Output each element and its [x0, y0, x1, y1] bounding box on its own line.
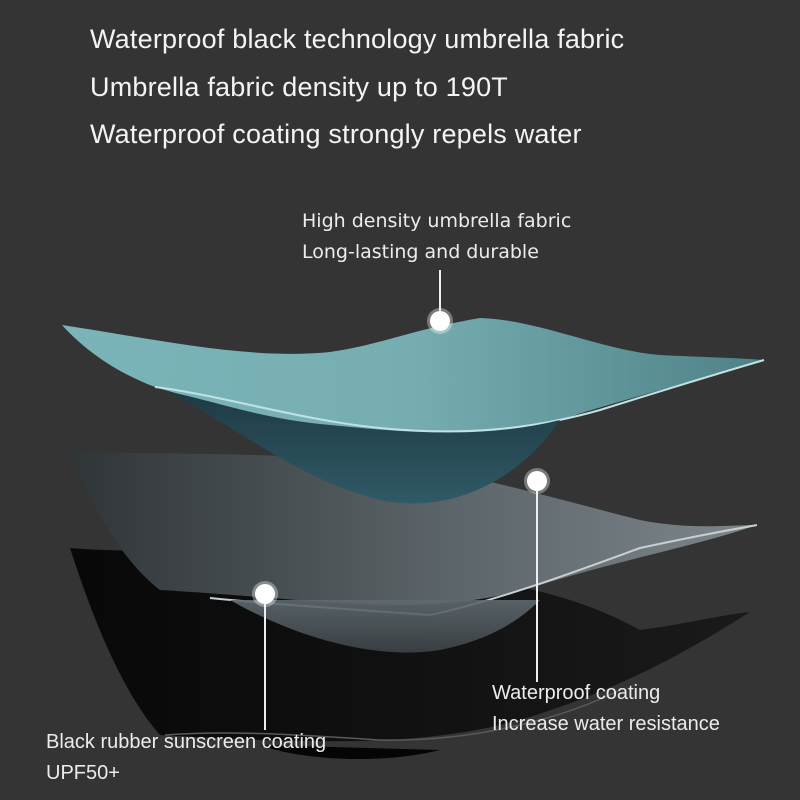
- callout-bottom-line2: UPF50+: [46, 762, 120, 784]
- headline-3: Waterproof coating strongly repels water: [90, 119, 582, 149]
- callout-middle-line2: Increase water resistance: [492, 713, 720, 735]
- marker-dot-top: [427, 308, 453, 334]
- top-layer-high-density-fabric: [62, 318, 765, 504]
- callout-bottom-layer: Black rubber sunscreen coating UPF50+: [46, 727, 326, 789]
- callout-middle-layer: Waterproof coating Increase water resist…: [492, 678, 720, 740]
- marker-dot-middle: [524, 468, 550, 494]
- callout-top-layer: High density umbrella fabric Long-lastin…: [302, 206, 571, 268]
- callout-bottom-line1: Black rubber sunscreen coating: [46, 731, 327, 753]
- headline-2: Umbrella fabric density up to 190T: [90, 72, 508, 102]
- callout-middle-line1: Waterproof coating: [492, 682, 661, 704]
- callout-top-line1: High density umbrella fabric: [302, 210, 572, 232]
- callout-top-line2: Long-lasting and durable: [302, 241, 539, 263]
- headline-1: Waterproof black technology umbrella fab…: [90, 24, 625, 54]
- marker-dot-bottom: [252, 581, 278, 607]
- middle-layer-waterproof-coating: [66, 451, 758, 653]
